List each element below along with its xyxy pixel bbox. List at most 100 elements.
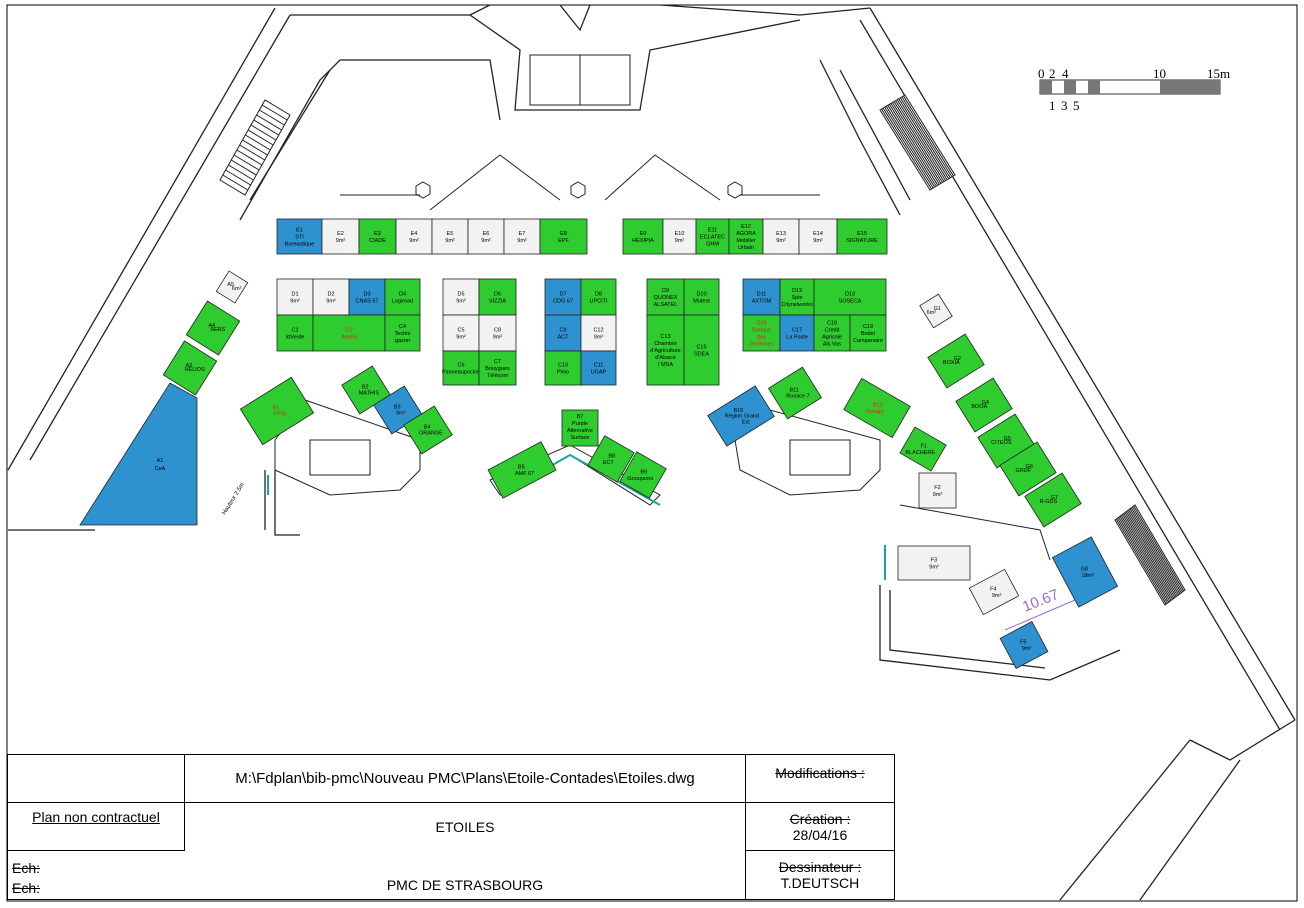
stair-step	[225, 169, 251, 186]
stand-id: A3	[185, 363, 192, 369]
stand-id: E5	[447, 231, 454, 237]
stand-id: C18	[827, 321, 837, 327]
stand-box	[622, 218, 664, 255]
stair-step	[901, 96, 953, 178]
stand-box	[442, 314, 480, 352]
stand-name: 9m²	[594, 335, 604, 341]
stand-name: Mobilier	[736, 238, 755, 244]
stand-box	[358, 218, 397, 255]
stand-id: C5	[457, 328, 464, 334]
scale-label-top-10: 10	[1153, 66, 1166, 81]
stair-step	[893, 101, 945, 182]
stair-step	[1125, 511, 1177, 597]
stair-step	[1117, 517, 1168, 604]
stand-id: F2	[934, 485, 940, 491]
stand-id: D9	[662, 288, 669, 294]
stand-name: gazon	[395, 338, 410, 344]
stand-id: C11	[594, 363, 604, 369]
stand-box	[580, 350, 617, 386]
stand-id: C19	[863, 324, 873, 330]
non-contract-label: Plan non contractuel	[8, 803, 185, 851]
stand-box	[849, 314, 887, 352]
stand-box	[619, 451, 667, 499]
stand-box	[779, 314, 815, 352]
stair-step	[885, 105, 937, 187]
stand-id: D3	[363, 292, 370, 298]
stand-id: C6	[457, 363, 464, 369]
scale-label-2: Ech:	[12, 880, 41, 896]
stair-step	[882, 107, 934, 189]
stair-step	[222, 174, 249, 191]
stand-name: Techni	[395, 331, 411, 337]
modifications-label: Modifications :	[746, 755, 894, 803]
stand-name: Région Grand	[725, 414, 759, 420]
stand-name: CeA	[155, 466, 166, 472]
stair-step	[1130, 507, 1182, 594]
stand-id: F1	[921, 444, 927, 450]
stand-box	[843, 377, 911, 439]
stair-step	[1127, 510, 1178, 596]
stand-id: G8	[1081, 567, 1088, 573]
stand-name: EPF	[558, 238, 569, 244]
stand-box	[927, 333, 985, 389]
stand-name: 9m²	[493, 335, 503, 341]
stair-step	[899, 97, 951, 179]
stand-id: C9	[559, 328, 566, 334]
stand-name: 9m²	[813, 238, 823, 244]
stair-step	[236, 149, 263, 166]
stand-name: BOOA	[971, 404, 987, 410]
stand-box	[580, 314, 617, 352]
stand-name: Surface	[571, 435, 590, 441]
building-details	[274, 54, 1051, 561]
stand-name: 9m²	[336, 238, 346, 244]
stair-step	[892, 102, 943, 183]
stand-id: E10	[675, 231, 685, 237]
stand-name: des	[757, 335, 766, 341]
stand-name: 9m²	[290, 299, 300, 305]
stair-step	[895, 100, 947, 181]
stair-step	[1118, 516, 1170, 603]
stand-box	[321, 218, 360, 255]
stand-name: Pleio	[557, 370, 569, 376]
stand-name: Banque	[752, 328, 771, 334]
stand-id: B4	[424, 425, 431, 431]
stair-step	[1123, 513, 1175, 599]
stair-step	[239, 144, 265, 161]
stand-id: F5	[1020, 640, 1026, 646]
stair-step	[881, 108, 932, 190]
stand-name: Bodet	[861, 331, 876, 337]
stand-id: E8	[560, 231, 567, 237]
stair-step	[1124, 512, 1176, 598]
stand-id: E6	[483, 231, 490, 237]
width-annotation: Hauteur 2.5m	[222, 482, 246, 516]
stand-id: C16	[756, 321, 766, 327]
stand-id: C13	[660, 334, 670, 340]
drafter-block: Dessinateur : T.DEUTSCH	[746, 851, 894, 899]
stand-name: 9m²	[396, 411, 406, 417]
stand-name: Alternative	[567, 428, 593, 434]
stand-box	[395, 218, 433, 255]
stand-id: A1	[157, 458, 164, 464]
stand-id: A4	[208, 323, 215, 329]
title-block: M:\Fdplan\bib-pmc\Nouveau PMC\Plans\Etoi…	[7, 754, 895, 900]
stand-box	[185, 300, 241, 356]
stair-step	[247, 129, 274, 146]
stand-id: D11	[757, 292, 767, 298]
